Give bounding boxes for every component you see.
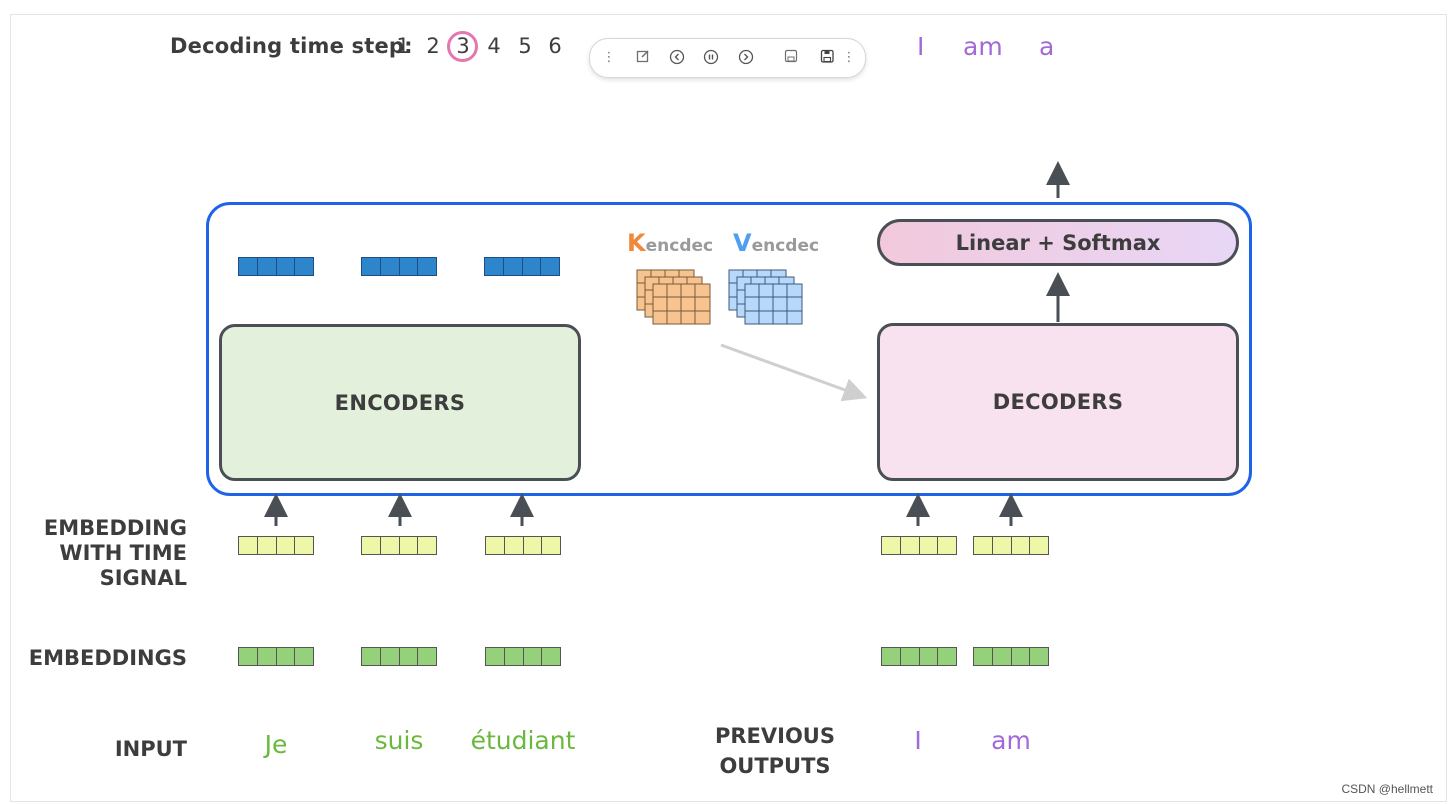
kv-to-decoder-arrow [720, 343, 868, 402]
label-line: WITH TIME [59, 541, 187, 565]
v-encdec-label: Vencdec [733, 229, 819, 257]
time-signal-vector [973, 536, 1049, 555]
step-5: 5 [518, 34, 532, 58]
next-icon[interactable] [737, 49, 755, 67]
k-matrix-stack [636, 269, 711, 325]
embedding-vector [238, 647, 314, 666]
v-letter: V [733, 229, 752, 257]
more-icon[interactable]: ⋮ [842, 50, 856, 65]
previous-output-word-2: am [991, 726, 1031, 755]
k-letter: K [627, 229, 646, 257]
embedding-time-signal-label: EMBEDDING WITH TIME SIGNAL [30, 516, 187, 591]
input-label: INPUT [114, 737, 187, 761]
embedding-vector [881, 647, 957, 666]
step-2: 2 [426, 34, 440, 58]
output-word-2: am [963, 32, 1003, 61]
embeddings-label: EMBEDDINGS [28, 646, 187, 670]
encoders-box: ENCODERS [219, 324, 581, 481]
output-word-1: I [917, 32, 925, 61]
v-matrix-stack [728, 269, 803, 325]
previous-outputs-label: PREVIOUS OUTPUTS [700, 721, 850, 781]
encoder-output-vector [238, 257, 314, 276]
input-word-1: Je [264, 730, 288, 759]
k-encdec-label: Kencdec [627, 229, 713, 257]
steps-label: Decoding time step: [170, 34, 413, 58]
encoder-output-vector [484, 257, 560, 276]
step-6: 6 [548, 34, 562, 58]
k-subscript: encdec [645, 236, 714, 256]
time-signal-vector [881, 536, 957, 555]
output-word-3: a [1039, 32, 1055, 61]
decoders-box: DECODERS [877, 323, 1239, 481]
save-as-icon[interactable] [818, 49, 836, 67]
v-subscript: encdec [751, 236, 820, 256]
encoder-output-vector [361, 257, 437, 276]
embedding-vector [973, 647, 1049, 666]
transformer-container [206, 202, 1252, 496]
label-line: PREVIOUS [714, 724, 835, 748]
drag-handle-icon[interactable]: ⋮ [602, 50, 616, 65]
edit-icon[interactable] [634, 49, 652, 67]
previous-output-word-1: I [914, 726, 922, 755]
label-line: OUTPUTS [719, 754, 831, 778]
input-word-2: suis [374, 726, 424, 755]
time-signal-vector [238, 536, 314, 555]
step-4: 4 [487, 34, 501, 58]
label-line: SIGNAL [99, 566, 187, 590]
slideshow-toolbar: ⋮ ⋮ [589, 38, 866, 78]
step-1: 1 [396, 34, 410, 58]
time-signal-vector [485, 536, 561, 555]
label-line: EMBEDDING [43, 516, 187, 540]
save-icon[interactable] [782, 49, 800, 67]
linear-softmax-box: Linear + Softmax [877, 219, 1239, 266]
embedding-vector [485, 647, 561, 666]
previous-icon[interactable] [668, 49, 686, 67]
pause-icon[interactable] [702, 49, 720, 67]
current-step-ring [447, 31, 478, 62]
input-word-3: étudiant [470, 726, 576, 755]
watermark: CSDN @hellmett [1341, 782, 1433, 796]
time-signal-vector [361, 536, 437, 555]
diagram-frame [10, 14, 1447, 802]
embedding-vector [361, 647, 437, 666]
